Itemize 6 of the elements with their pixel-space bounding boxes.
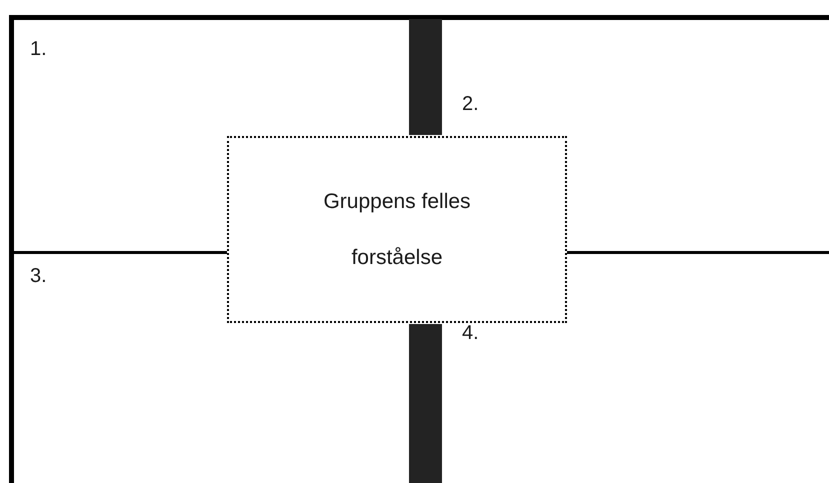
center-box	[227, 136, 567, 323]
quadrant-number: 3.	[30, 265, 47, 287]
quadrant-number: 4.	[462, 322, 479, 344]
center-text: Gruppens felles forståelse	[322, 188, 472, 270]
quadrant-number: 1.	[30, 38, 47, 60]
quadrant-number: 2.	[462, 93, 479, 115]
